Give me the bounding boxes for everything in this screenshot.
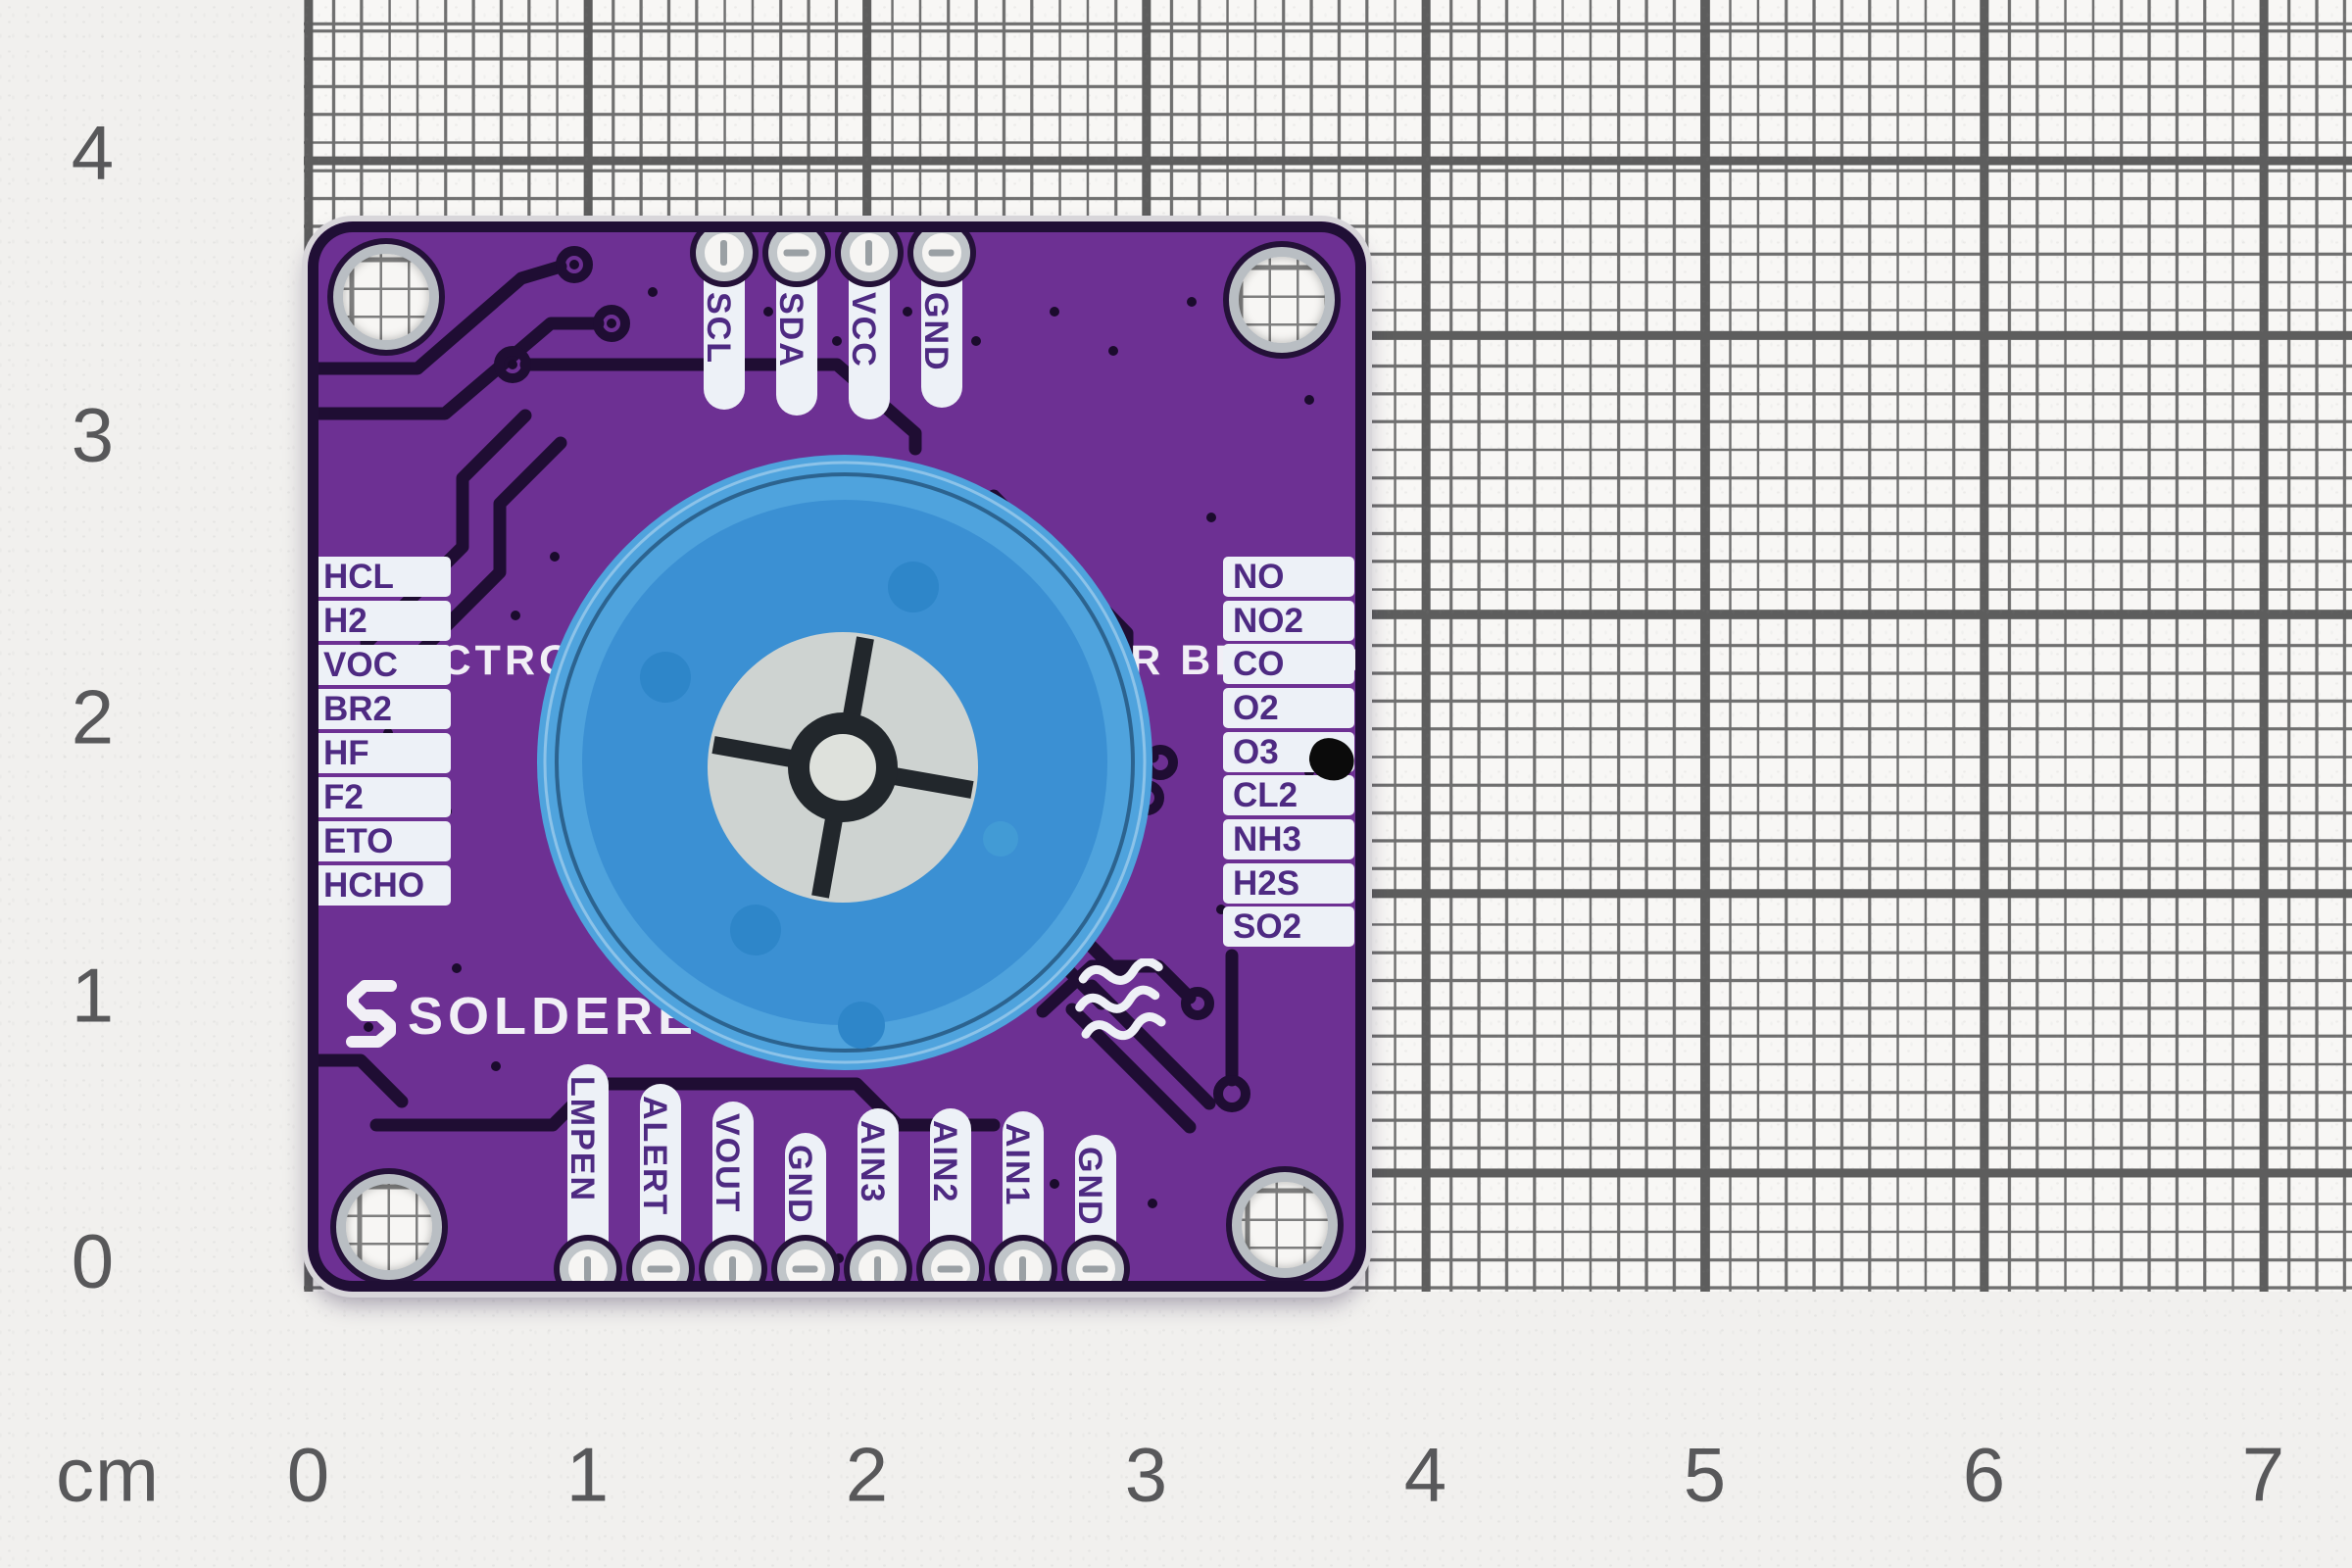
pin-hole-alert bbox=[632, 1241, 689, 1292]
pin-hole-gnd2 bbox=[1067, 1241, 1124, 1292]
mounting-hole-bottom-right bbox=[1232, 1172, 1338, 1278]
gas-label-co: CO bbox=[1223, 644, 1354, 684]
pin-label-scl: SCL bbox=[700, 292, 737, 365]
ruler-x-label: 1 bbox=[565, 1431, 611, 1518]
mounting-hole-top-right bbox=[1229, 247, 1335, 353]
gas-label-no: NO bbox=[1223, 557, 1354, 597]
gas-label-hf: HF bbox=[314, 733, 451, 773]
gas-label-so2: SO2 bbox=[1223, 906, 1354, 947]
pin-hole-gnd bbox=[913, 224, 970, 281]
sensor-hub-center bbox=[809, 734, 876, 801]
gas-label-cl2: CL2 bbox=[1223, 775, 1354, 815]
gas-sensor-puck bbox=[537, 455, 1152, 1070]
gas-label-voc: VOC bbox=[314, 645, 451, 685]
pin-hole-ain3 bbox=[850, 1241, 906, 1292]
pin-hole-vout bbox=[705, 1241, 761, 1292]
ruler-x-label: 6 bbox=[1962, 1431, 2007, 1518]
gas-label-no2: NO2 bbox=[1223, 601, 1354, 641]
gas-label-br2: BR2 bbox=[314, 689, 451, 729]
gas-label-eto: ETO bbox=[314, 821, 451, 861]
ruler-y-label: 0 bbox=[71, 1217, 116, 1304]
pin-label-vout: VOUT bbox=[709, 1113, 746, 1214]
pin-hole-ain1 bbox=[995, 1241, 1052, 1292]
ruler-x-label: 5 bbox=[1683, 1431, 1728, 1518]
gas-sensor-breakout-board: ELECTROCHEMICAL GAS SENSOR BREAKOUT SCL … bbox=[308, 221, 1366, 1292]
pin-label-gnd1: GND bbox=[781, 1145, 818, 1225]
pin-hole-scl bbox=[696, 224, 753, 281]
gas-label-h2: H2 bbox=[314, 601, 451, 641]
soldered-logo-icon bbox=[346, 980, 397, 1048]
ruler-y-label: 1 bbox=[71, 952, 116, 1039]
pin-hole-ain2 bbox=[922, 1241, 979, 1292]
ruler-unit-label: cm bbox=[56, 1431, 160, 1518]
ruler-x-label: 3 bbox=[1124, 1431, 1169, 1518]
mounting-hole-bottom-left bbox=[336, 1174, 442, 1280]
mounting-hole-top-left bbox=[333, 244, 439, 350]
ruler-y-label: 4 bbox=[71, 109, 116, 196]
pin-label-lmpen: LMPEN bbox=[564, 1076, 601, 1202]
pin-label-alert: ALERT bbox=[636, 1096, 673, 1217]
ruler-x-label: 2 bbox=[845, 1431, 890, 1518]
gas-label-hcho: HCHO bbox=[314, 865, 451, 906]
ruler-x-label: 0 bbox=[286, 1431, 331, 1518]
ruler-y-label: 3 bbox=[71, 391, 116, 478]
gas-label-nh3: NH3 bbox=[1223, 819, 1354, 859]
pin-label-ain2: AIN2 bbox=[926, 1120, 963, 1204]
ruler-x-label: 7 bbox=[2241, 1431, 2286, 1518]
ruler-x-label: 4 bbox=[1403, 1431, 1448, 1518]
gas-waves-icon bbox=[1075, 958, 1166, 1041]
pin-hole-gnd1 bbox=[777, 1241, 834, 1292]
pin-label-gnd: GND bbox=[917, 292, 955, 372]
pin-hole-sda bbox=[768, 224, 825, 281]
gas-label-f2: F2 bbox=[314, 777, 451, 817]
sensor-spot bbox=[640, 562, 939, 1049]
pin-label-ain3: AIN3 bbox=[854, 1120, 891, 1204]
pin-label-sda: SDA bbox=[772, 292, 809, 368]
pin-label-vcc: VCC bbox=[845, 292, 882, 368]
ruler-y-label: 2 bbox=[71, 673, 116, 760]
pin-label-ain1: AIN1 bbox=[999, 1123, 1036, 1207]
sensor-spot-faint bbox=[983, 821, 1018, 857]
gas-label-hcl: HCL bbox=[314, 557, 451, 597]
pin-label-gnd2: GND bbox=[1071, 1147, 1108, 1227]
gas-label-o2: O2 bbox=[1223, 688, 1354, 728]
pin-hole-vcc bbox=[841, 224, 898, 281]
pin-hole-lmpen bbox=[560, 1241, 616, 1292]
gas-label-h2s: H2S bbox=[1223, 863, 1354, 904]
